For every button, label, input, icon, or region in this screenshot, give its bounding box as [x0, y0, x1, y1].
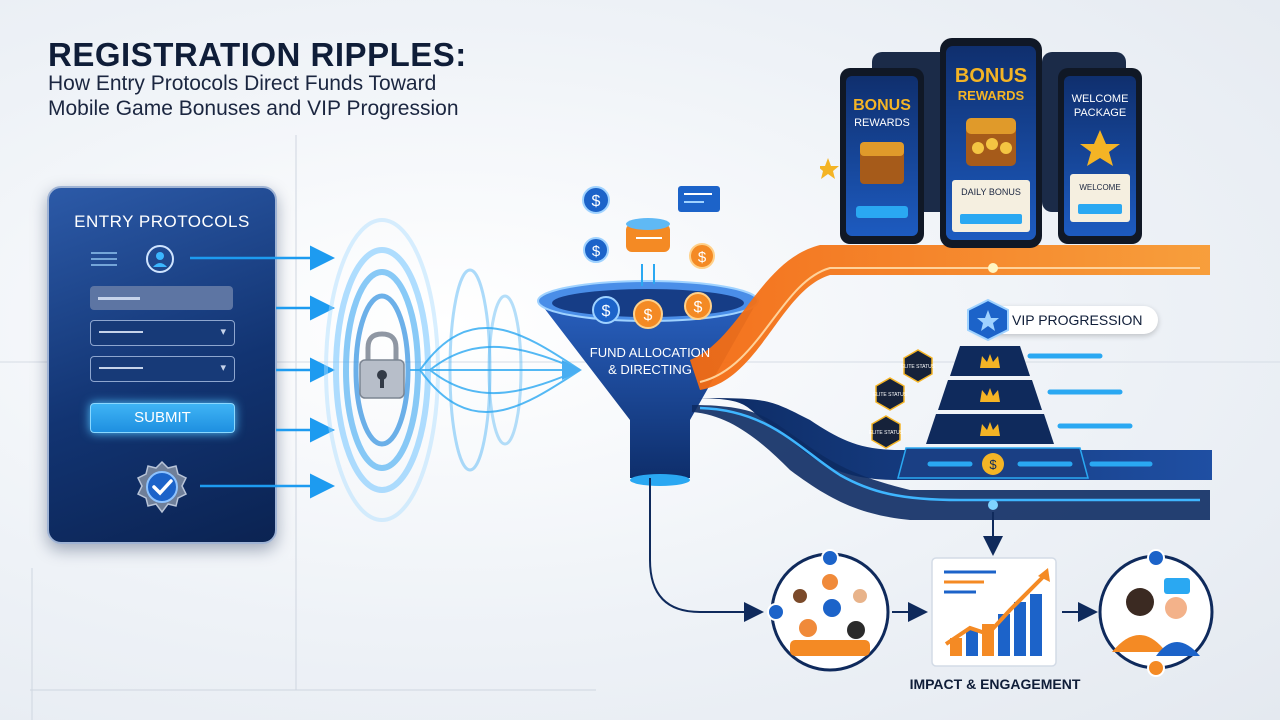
check-badge-icon: [1147, 549, 1165, 567]
lock-icon: [359, 331, 405, 399]
navy-flow-node: [988, 500, 998, 510]
impact-engagement-label: IMPACT & ENGAGEMENT: [909, 676, 1081, 692]
svg-text:$: $: [644, 307, 653, 324]
entry-protocols-title: ENTRY PROTOCOLS: [74, 212, 250, 231]
phone-2-subtitle: REWARDS: [958, 88, 1025, 103]
check-seal-icon: [136, 460, 188, 514]
database-icon: [626, 218, 670, 252]
plus-badge-icon: [1147, 659, 1165, 677]
panel-output-arrows: [190, 245, 335, 499]
submit-button[interactable]: SUBMIT: [90, 403, 235, 433]
phone-3: WELCOME PACKAGE WELCOME: [1058, 68, 1142, 244]
orange-flow-node: [988, 263, 998, 273]
phone-1: BONUS REWARDS: [840, 68, 924, 244]
phone-3-title: WELCOME: [1072, 93, 1129, 105]
phone-3-subtitle: PACKAGE: [1074, 107, 1126, 119]
svg-text:ELITE STATUS: ELITE STATUS: [901, 364, 936, 370]
coin-icon-orange-2: $: [633, 299, 663, 329]
coin-icon-orange-3: $: [684, 292, 712, 320]
community-circle: [767, 549, 890, 672]
subtitle-line-2: Mobile Game Bonuses and VIP Progression: [48, 97, 459, 120]
name-input[interactable]: [90, 286, 233, 310]
funnel-label: FUND ALLOCATION & DIRECTING: [589, 345, 711, 377]
card-icon: [678, 186, 720, 212]
support-circle: [1098, 549, 1214, 677]
svg-text:$: $: [989, 457, 997, 472]
phone-2: BONUS REWARDS DAILY BONUS: [940, 38, 1042, 248]
coin-icon-orange-1: $: [689, 243, 715, 269]
svg-text:$: $: [698, 249, 707, 266]
coin-icon-blue-2: $: [583, 237, 609, 263]
phones-group: BONUS REWARDS BONUS REWARDS DAILY BONUS …: [820, 38, 1142, 248]
user-icon: [146, 245, 174, 273]
funnel-icons: $ $ $ $ $ $: [582, 186, 720, 329]
select-field-2[interactable]: ▾: [90, 356, 235, 382]
chevron-down-icon: ▾: [220, 326, 226, 338]
svg-text:$: $: [602, 303, 611, 320]
svg-text:$: $: [694, 299, 703, 316]
elite-status-badges: ELITE STATUS ELITE STATUS ELITE STATUS: [869, 349, 936, 449]
phone-1-title: BONUS: [853, 97, 911, 114]
svg-text:ELITE STATUS: ELITE STATUS: [869, 430, 904, 436]
phone-2-caption: DAILY BONUS: [961, 187, 1021, 197]
check-badge-icon: [767, 603, 785, 621]
check-badge-icon: [821, 549, 839, 567]
streams-to-funnel: [410, 327, 582, 413]
orange-flow-ribbon: [690, 245, 1210, 390]
treasure-chest-icon: [860, 148, 904, 184]
star-icon: [1080, 130, 1120, 166]
subtitle-line-1: How Entry Protocols Direct Funds Toward: [48, 72, 437, 95]
menu-lines-icon: [91, 252, 117, 266]
coin-icon-blue-3: $: [592, 296, 620, 324]
chevron-down-icon: ▾: [220, 362, 226, 374]
phone-3-caption: WELCOME: [1079, 183, 1120, 192]
crown-icons: [980, 354, 1000, 436]
impact-row: [767, 549, 1214, 677]
coin-icon-blue-1: $: [582, 186, 610, 214]
growth-chart-card: [931, 557, 1057, 667]
entry-protocols-panel: ENTRY PROTOCOLS ▾ ▾ SUBMIT: [47, 186, 277, 544]
svg-text:$: $: [592, 193, 601, 210]
phone-2-title: BONUS: [955, 65, 1027, 87]
svg-text:$: $: [592, 243, 601, 260]
page-title: REGISTRATION RIPPLES:: [48, 36, 467, 73]
vip-pyramid: $ ELITE STATUS ELITE STATUS ELITE STATUS: [869, 298, 1153, 479]
phone-1-subtitle: REWARDS: [854, 117, 910, 129]
svg-text:ELITE STATUS: ELITE STATUS: [873, 392, 908, 398]
select-field-1[interactable]: ▾: [90, 320, 235, 346]
